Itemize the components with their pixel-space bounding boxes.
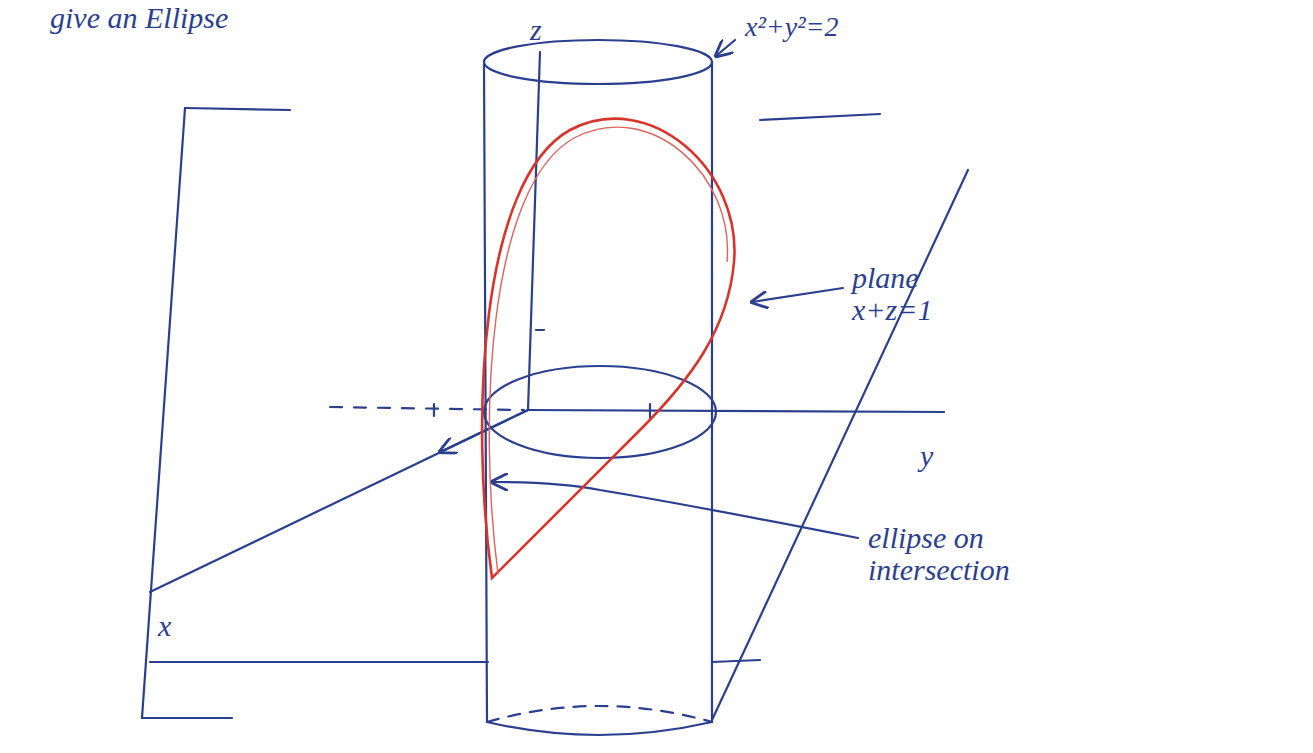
cylinder-bottom (487, 722, 712, 735)
plane-label: plane x+z=1 (852, 262, 982, 325)
cylinder-bottom-hidden (487, 706, 712, 722)
tick (434, 330, 650, 418)
y-axis (528, 410, 944, 412)
cylinder-side (484, 64, 487, 722)
intersection-ellipse (482, 119, 734, 578)
axis-label: z (530, 14, 570, 46)
plane-edge (150, 661, 488, 663)
base-circle (484, 366, 716, 458)
plane-edge (712, 170, 968, 720)
x-axis-arrow (440, 410, 528, 452)
callout-label: ellipse on intersection (868, 522, 1083, 585)
equation-label: x²+y²=2 (745, 12, 945, 41)
intersection-ellipse-retrace (489, 127, 727, 574)
leader-arrow (716, 40, 735, 56)
plane-edge (185, 108, 290, 110)
leader-arrow (492, 482, 858, 538)
axis-label: x (158, 610, 198, 642)
leader-arrow (752, 288, 843, 302)
cylinder-side (711, 62, 713, 722)
x-axis (150, 410, 528, 592)
plane-edge (712, 660, 760, 662)
cylinder-top (484, 40, 712, 84)
plane-edge (760, 114, 880, 120)
y-axis-hidden (330, 407, 524, 410)
axis-label: y (920, 440, 960, 472)
z-axis (528, 52, 540, 410)
plane-edge (142, 108, 232, 718)
heading-note: give an Ellipse (50, 2, 470, 34)
